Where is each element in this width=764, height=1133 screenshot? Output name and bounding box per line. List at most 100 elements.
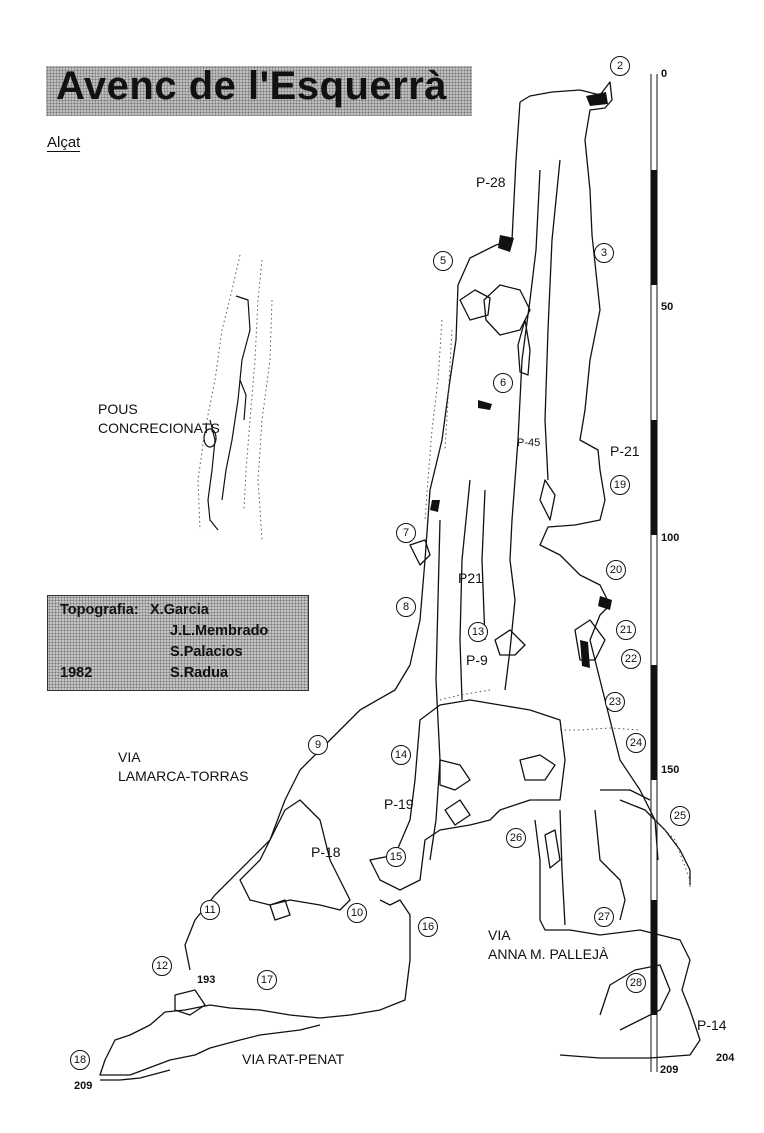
rock-8 <box>174 989 206 1016</box>
pous-concrecionats-wall-3 <box>239 379 247 421</box>
lower-right-shaft <box>534 819 701 1059</box>
station-marker: 13 <box>468 622 488 642</box>
label-via-anna-1: VIA <box>488 927 511 943</box>
page-title: Avenc de l'Esquerrà <box>56 64 448 108</box>
main-shaft-right-wall <box>519 81 659 861</box>
black-detail-4 <box>598 596 612 610</box>
credits-box: Topografia: X.Garcia J.L.Membrado S.Pala… <box>47 595 309 691</box>
pitch-label: P-45 <box>517 437 541 449</box>
subtitle: Alçat <box>47 134 81 152</box>
rock-3 <box>444 799 471 826</box>
pillar-2 <box>539 479 556 521</box>
station-marker: 11 <box>200 900 220 920</box>
station-marker: 19 <box>610 475 630 495</box>
station-marker: 6 <box>493 373 513 393</box>
pillar-1 <box>517 319 531 376</box>
shaft-27 <box>594 809 626 921</box>
scale-tick-label: 150 <box>661 764 680 776</box>
title-box <box>46 66 472 116</box>
dotted-connection-9 <box>439 689 491 701</box>
station-marker: 9 <box>308 735 328 755</box>
depth-scale-bar <box>650 74 658 1072</box>
rock-1 <box>439 759 471 791</box>
station-marker: 26 <box>506 828 526 848</box>
station-marker: 12 <box>152 956 172 976</box>
pitch-label: P-9 <box>466 652 488 668</box>
pous-concrecionats-wall-2 <box>207 419 219 531</box>
rock-7 <box>269 899 291 921</box>
gallery-ratpenat <box>99 1011 321 1076</box>
station-marker: 17 <box>257 970 277 990</box>
p18-chamber <box>239 799 351 911</box>
depth-label: 209 <box>74 1080 93 1092</box>
station-marker: 27 <box>594 907 614 927</box>
station-marker: 14 <box>391 745 411 765</box>
station-marker: 21 <box>616 620 636 640</box>
scale-bottom-label: 209 <box>660 1064 679 1076</box>
pous-concrecionats-dotted-2 <box>243 259 263 511</box>
black-detail-1 <box>498 235 514 252</box>
credits-name: S.Palacios <box>170 644 243 660</box>
p19-area <box>369 699 566 891</box>
credits-year: 1982 <box>60 665 93 681</box>
chamber-b <box>459 289 491 321</box>
black-detail-6 <box>586 92 608 106</box>
route-25b <box>600 789 651 801</box>
scale-tick-label: 0 <box>661 68 668 80</box>
station-marker: 2 <box>610 56 630 76</box>
pitch-label: P-19 <box>384 796 414 812</box>
inner-wall-2 <box>459 479 471 701</box>
pous-concrecionats-concretion <box>203 428 217 448</box>
inner-wall-4 <box>429 519 441 861</box>
central-shaft <box>504 169 541 691</box>
depth-label: 193 <box>197 974 216 986</box>
station-marker: 8 <box>396 597 416 617</box>
station-marker: 28 <box>626 973 646 993</box>
dotted-route-25 <box>654 819 691 890</box>
black-detail-2 <box>478 400 492 410</box>
station-marker: 23 <box>605 692 625 712</box>
credits-name: S.Radua <box>170 665 229 681</box>
credits-label: Topografia: <box>60 602 139 618</box>
lower-gallery-16 <box>164 899 411 1019</box>
pous-concrecionats-dotted-1 <box>197 254 241 531</box>
black-detail-5 <box>430 500 440 512</box>
pitch-label: P-14 <box>697 1017 727 1033</box>
dotted-shaft-inner <box>444 329 453 451</box>
chamber-28 <box>599 964 671 1031</box>
dotted-route-24 <box>560 727 641 731</box>
depth-label: 204 <box>716 1052 735 1064</box>
dotted-shaft-left <box>424 319 443 521</box>
pous-concrecionats-dotted-3 <box>257 299 273 541</box>
scale-tick-label: 50 <box>661 301 674 313</box>
station-marker: 7 <box>396 523 416 543</box>
inner-wall-3 <box>481 489 486 641</box>
label-concrecionats: CONCRECIONATS <box>98 420 220 436</box>
label-via-lamarca-1: VIA <box>118 749 141 765</box>
shaft-26 <box>559 809 566 926</box>
pitch-label: P-18 <box>311 844 341 860</box>
station-marker: 5 <box>433 251 453 271</box>
rock-4 <box>544 829 561 869</box>
rock-2 <box>519 754 556 781</box>
rock-5 <box>494 629 526 656</box>
station-marker: 25 <box>670 806 690 826</box>
black-detail-3 <box>580 640 590 668</box>
rock-6 <box>574 619 606 661</box>
credits-name: X.Garcia <box>150 602 209 618</box>
label-via-ratpenat: VIA RAT-PENAT <box>242 1051 345 1067</box>
label-via-lamarca-2: LAMARCA-TORRAS <box>118 768 249 784</box>
station-marker: 24 <box>626 733 646 753</box>
label-via-anna-2: ANNA M. PALLEJÀ <box>488 946 609 962</box>
inner-wall-1 <box>544 159 561 481</box>
label-pous: POUS <box>98 401 138 417</box>
station-marker: 3 <box>594 243 614 263</box>
main-shaft-left-wall <box>184 101 521 971</box>
station-marker: 18 <box>70 1050 90 1070</box>
rock-9 <box>409 539 431 566</box>
pitch-label: P-28 <box>476 174 506 190</box>
pitch-label: P21 <box>458 570 483 586</box>
scale-tick-label: 100 <box>661 532 680 544</box>
station-marker: 10 <box>347 903 367 923</box>
